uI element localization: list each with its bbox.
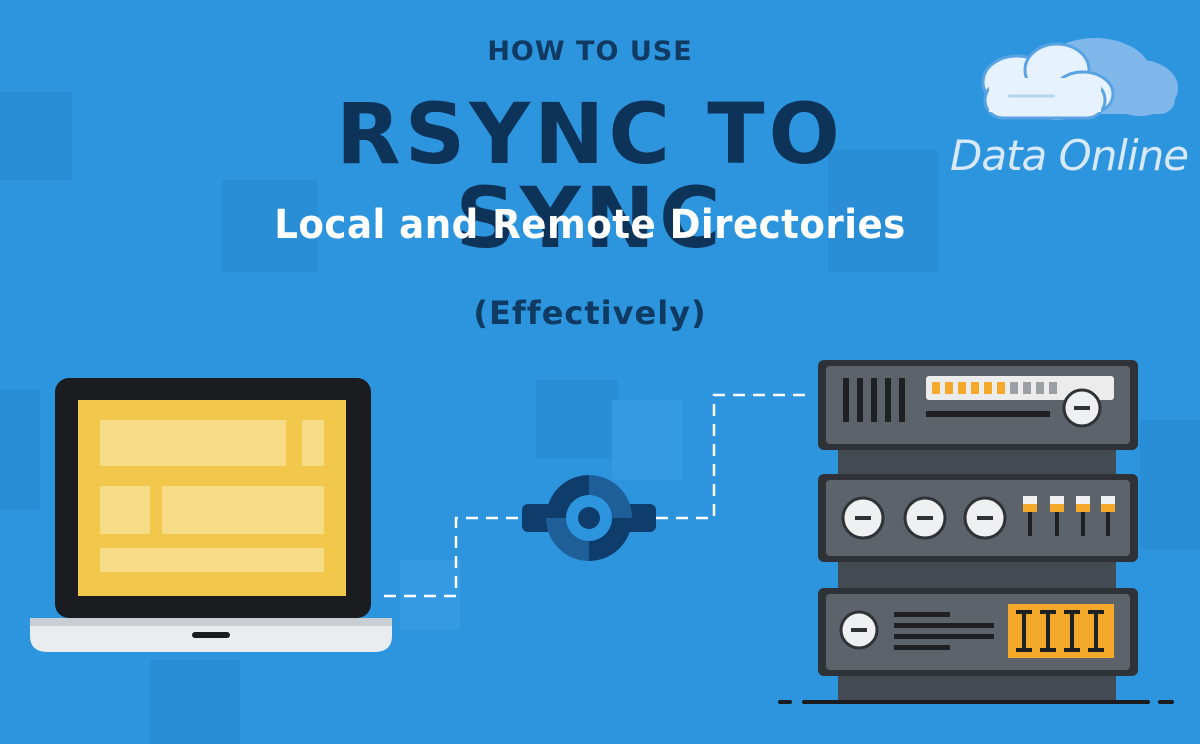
bg-tile: [0, 390, 40, 510]
subtitle: Local and Remote Directories: [274, 202, 906, 248]
bg-tile: [828, 150, 938, 272]
cloud-icon: [981, 38, 1178, 120]
laptop-icon: [30, 378, 392, 652]
connection-line: [384, 393, 812, 598]
bg-tile: [612, 400, 682, 480]
bg-tile: [0, 92, 72, 180]
bg-tile: [150, 660, 240, 744]
bg-tile: [222, 180, 318, 272]
kicker-text: HOW TO USE: [487, 36, 693, 67]
brand-name: Data Online: [950, 131, 1189, 180]
bg-tile: [536, 380, 618, 458]
sync-node-icon: [522, 475, 656, 561]
main-title: RSYNC TO SYNC: [336, 85, 844, 267]
tagline: (Effectively): [473, 294, 707, 332]
bg-tile: [1140, 420, 1200, 550]
server-rack-icon: [818, 360, 1138, 702]
